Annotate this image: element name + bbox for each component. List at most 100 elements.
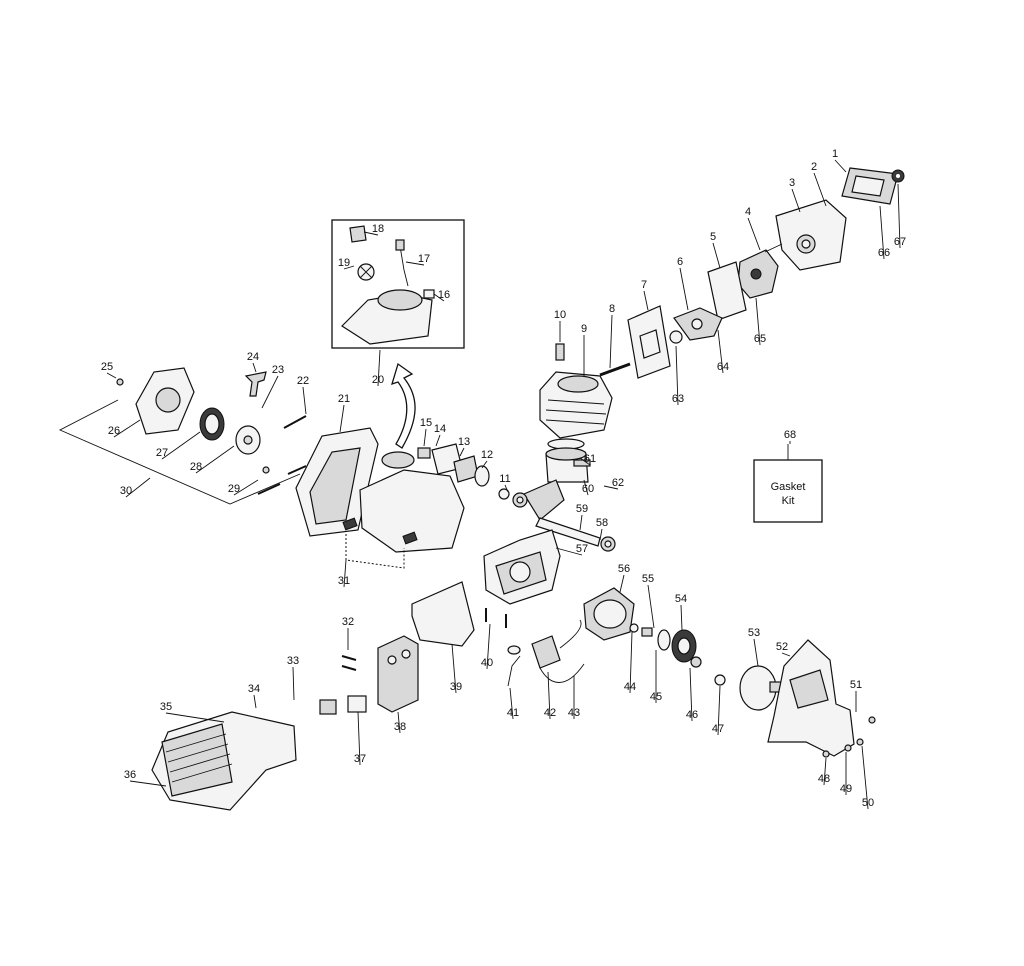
leader-line [125, 477, 151, 498]
leader-line [689, 667, 693, 722]
part-number-label: 29 [228, 483, 240, 495]
leader-line [435, 434, 441, 447]
leader-line [339, 404, 345, 433]
washer [714, 674, 726, 686]
part-number-label: 16 [438, 289, 450, 301]
starter-rope [58, 399, 301, 505]
callout-labels: 1234567891011121314151617181920212223242… [101, 148, 906, 810]
part-number-label: 36 [124, 769, 136, 781]
grommet [349, 225, 367, 243]
ignition-module [531, 635, 561, 669]
spark-lead [507, 655, 521, 687]
part-number-label: 66 [878, 247, 890, 259]
screw [283, 415, 307, 429]
part-number-label: 9 [581, 323, 587, 335]
part-number-label: 37 [354, 753, 366, 765]
fuel-line [399, 245, 409, 287]
cap [474, 465, 490, 487]
part-number-label: 61 [584, 453, 596, 465]
air-filter-group [599, 167, 905, 379]
washer [657, 629, 671, 651]
leader-line [343, 559, 347, 588]
part-number-label: 43 [568, 707, 580, 719]
part-number-label: 7 [641, 279, 647, 291]
part-number-label: 53 [748, 627, 760, 639]
leader-line [253, 694, 257, 709]
leader-line [675, 345, 679, 406]
leader-line [583, 479, 589, 496]
part-number-label: 1 [832, 148, 838, 160]
gasket-kit-line2: Kit [782, 495, 795, 507]
part-number-label: 3 [789, 177, 795, 189]
inset-detail [331, 219, 465, 449]
crankshaft [523, 479, 565, 521]
leader-line [609, 314, 613, 369]
part-number-label: 41 [507, 707, 519, 719]
leader-line [233, 479, 259, 496]
leader-line [897, 183, 901, 249]
screw [287, 465, 307, 475]
leader-line [755, 297, 761, 346]
part-number-label: 24 [247, 351, 259, 363]
part-number-label: 22 [297, 375, 309, 387]
part-number-label: 46 [686, 709, 698, 721]
gasket-kit-box: Gasket Kit [753, 444, 823, 523]
part-number-label: 18 [372, 223, 384, 235]
part-number-label: 15 [420, 417, 432, 429]
fuel-tank-group [295, 427, 490, 569]
leader-line [509, 687, 514, 720]
leader-line [357, 711, 361, 766]
leader-line [486, 623, 491, 670]
leader-line [717, 329, 724, 374]
leader-line [261, 375, 279, 409]
part-number-label: 58 [596, 517, 608, 529]
part-number-label: 31 [338, 575, 350, 587]
part-number-label: 57 [576, 543, 588, 555]
leader-line [106, 372, 117, 379]
part-number-label: 30 [120, 485, 132, 497]
gasket-plate [707, 261, 747, 321]
part-number-label: 19 [338, 257, 350, 269]
leader-line [377, 349, 381, 387]
leader-line [165, 712, 225, 723]
leader-line [579, 514, 583, 531]
part-number-label: 35 [160, 701, 172, 713]
leader-line [603, 485, 619, 490]
leader-line [619, 574, 625, 593]
leader-line [712, 242, 721, 269]
washer [629, 623, 639, 633]
fuel-tank [359, 469, 465, 553]
leader-line [629, 631, 633, 694]
part-number-label: 47 [712, 723, 724, 735]
leader-line [747, 217, 761, 251]
arrow-icon [391, 362, 416, 449]
leader-line [459, 447, 465, 457]
part-number-label: 52 [776, 641, 788, 653]
part-number-label: 6 [677, 256, 683, 268]
part-number-label: 11 [499, 473, 510, 485]
screw [262, 466, 270, 474]
leader-line [679, 267, 689, 311]
leader-line [680, 604, 683, 631]
part-number-label: 26 [108, 425, 120, 437]
ignition-group [485, 587, 726, 687]
part-number-label: 51 [850, 679, 862, 691]
leader-line [343, 265, 355, 270]
part-number-label: 23 [272, 364, 284, 376]
screw [868, 716, 876, 724]
leader-line [647, 584, 655, 629]
leader-line [113, 419, 141, 438]
leader-line [555, 547, 583, 556]
part-number-label: 62 [612, 477, 624, 489]
muffler-gasket [347, 695, 367, 713]
crankshaft-shaft [535, 517, 601, 547]
part-number-label: 34 [248, 683, 260, 695]
screw [116, 378, 124, 386]
leader-line [302, 386, 307, 415]
part-number-label: 25 [101, 361, 113, 373]
part-number-label: 14 [434, 423, 446, 435]
part-number-label: 68 [784, 429, 796, 441]
screw [844, 744, 852, 752]
part-number-label: 5 [710, 231, 716, 243]
